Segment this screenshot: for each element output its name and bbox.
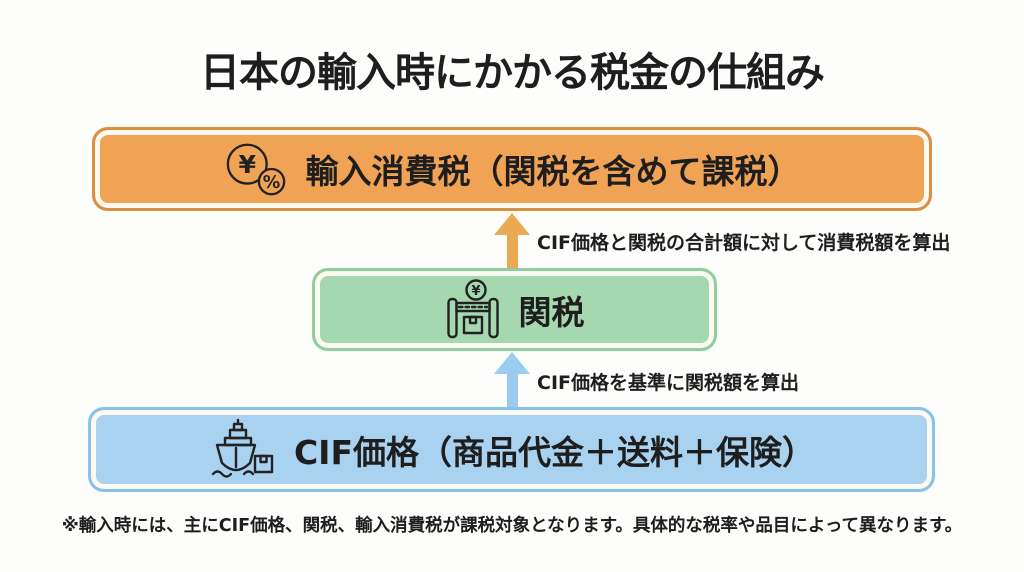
customs-duty-box: ¥ 関税 — [312, 268, 717, 351]
ship-package-icon — [208, 418, 276, 482]
up-arrow-shaft — [506, 374, 518, 407]
up-arrow-head — [494, 213, 530, 235]
arrow-cif-to-customs — [494, 352, 530, 407]
svg-text:¥: ¥ — [471, 284, 480, 299]
svg-text:¥: ¥ — [238, 150, 256, 179]
arrow-customs-to-tax-label: CIF価格と関税の合計額に対して消費税額を算出 — [537, 232, 951, 254]
import-consumption-tax-label: 輸入消費税（関税を含めて課税） — [305, 152, 801, 191]
up-arrow-shaft — [506, 235, 518, 269]
customs-duty-label: 関税 — [518, 292, 585, 332]
up-arrow-head — [494, 352, 530, 374]
customs-gate-icon: ¥ — [445, 278, 501, 341]
cif-price-label: CIF価格（商品代金＋送料＋保険） — [293, 432, 816, 472]
arrow-customs-to-tax — [494, 213, 530, 269]
import-consumption-tax-box: ¥ % 輸入消費税（関税を含めて課税） — [92, 127, 932, 211]
page-title: 日本の輸入時にかかる税金の仕組み — [200, 50, 825, 96]
footnote: ※輸入時には、主にCIF価格、関税、輸入消費税が課税対象となります。具体的な税率… — [61, 516, 963, 536]
cif-price-box: CIF価格（商品代金＋送料＋保険） — [88, 407, 935, 492]
svg-text:%: % — [262, 173, 279, 193]
arrow-cif-to-customs-label: CIF価格を基準に関税額を算出 — [537, 372, 799, 394]
yen-percent-icon: ¥ % — [224, 141, 288, 197]
